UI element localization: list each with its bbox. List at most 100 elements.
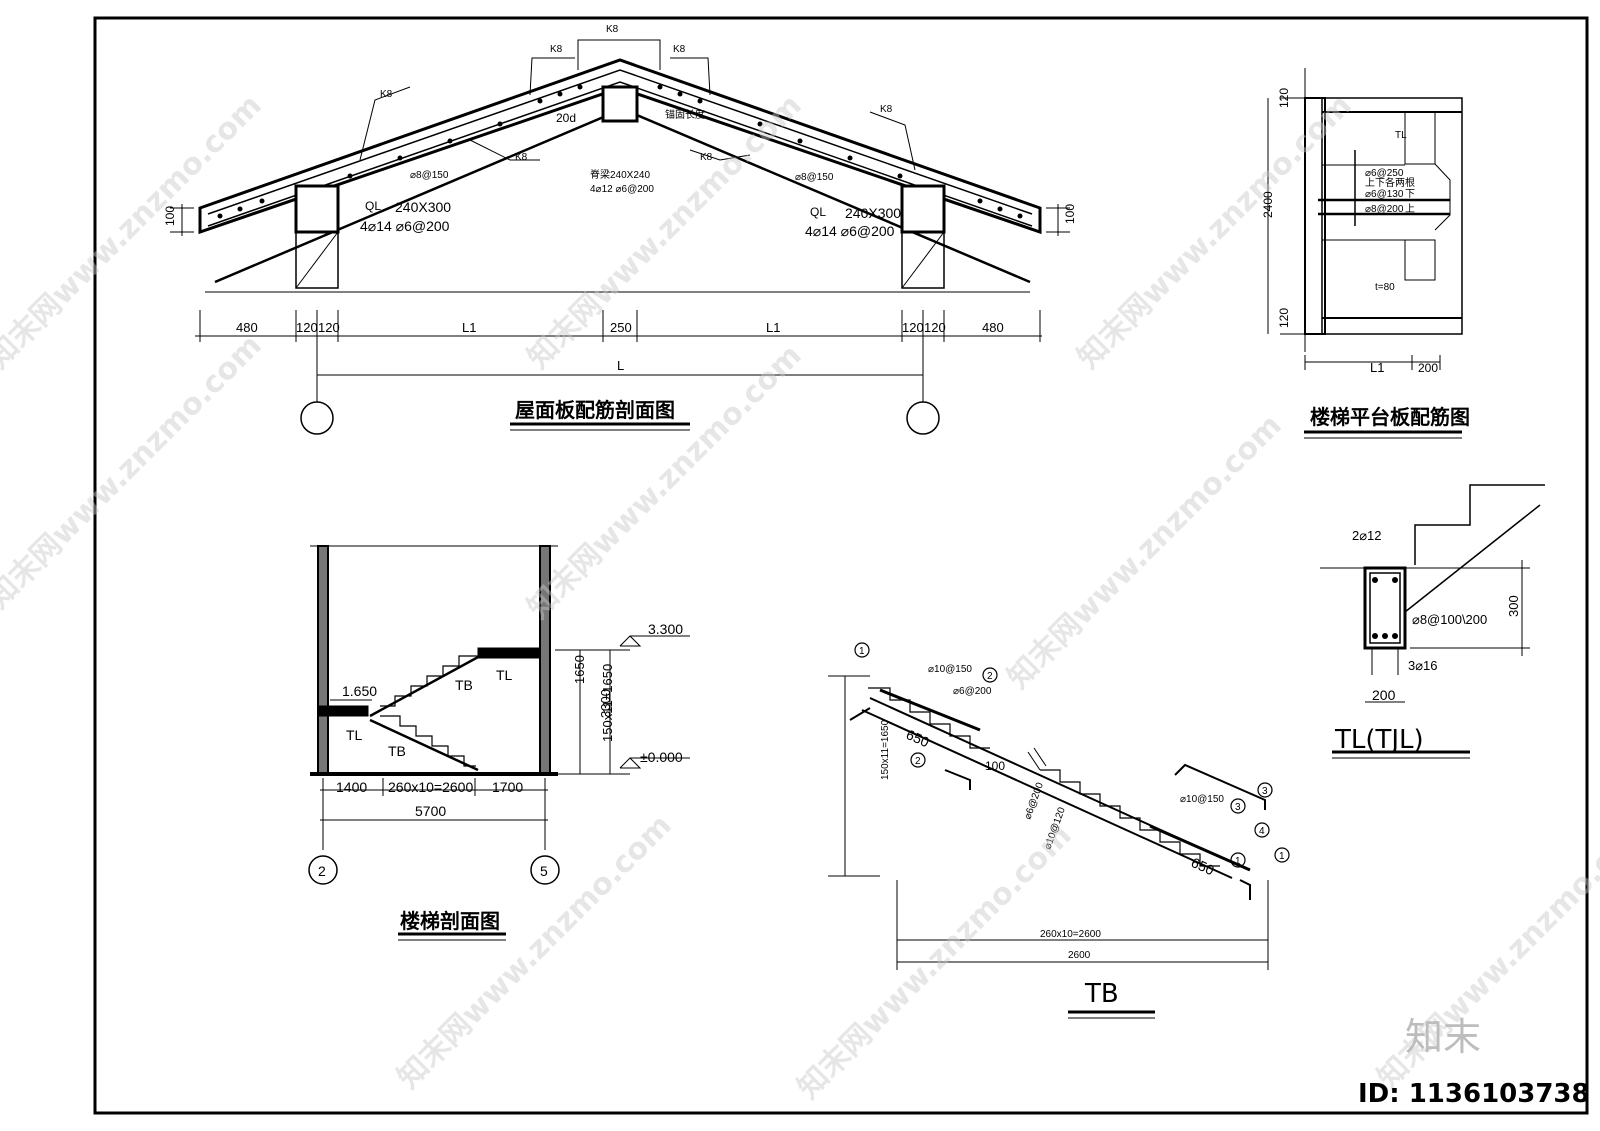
roof-dim-120-a: 120 — [296, 320, 318, 335]
tb-n1-top: 1 — [859, 646, 865, 657]
platform-w200: 200 — [1418, 361, 1438, 375]
stair-tl-upper: TL — [496, 667, 513, 683]
stair-level-top: 3.300 — [648, 621, 683, 637]
roof-anchor-length: 锚固长度 — [665, 108, 705, 121]
roof-dim-l1-right: L1 — [766, 320, 780, 335]
platform-h120-top: 120 — [1277, 88, 1291, 108]
platform-rebar-3: ⌀6@130 — [1365, 189, 1404, 200]
roof-dim-480-right: 480 — [982, 320, 1004, 335]
watermark-logo: 知末 — [1405, 1015, 1481, 1059]
stair-tb-upper: TB — [455, 677, 473, 693]
roof-slab — [198, 58, 1042, 235]
wall-left — [295, 231, 339, 289]
roof-h100-right: 100 — [1063, 204, 1077, 224]
stair-tl-lower: TL — [346, 727, 363, 743]
stair-title: 楼梯剖面图 — [400, 909, 500, 933]
tb-rise: 150x11=1650 — [880, 719, 891, 780]
tb-n2-top: 2 — [987, 671, 993, 682]
roof-section — [170, 39, 1070, 435]
tb-n1-end: 1 — [1279, 851, 1285, 862]
tl-bottom-rebar: 3⌀16 — [1408, 658, 1438, 673]
stair-v-rise: 150x11=1650 — [600, 664, 615, 742]
platform-rebar-2: 上下各两根 — [1365, 176, 1415, 189]
stair-v1650: 1650 — [572, 655, 587, 684]
roof-anchor-20d: 20d — [556, 111, 576, 125]
stair-dim-1700: 1700 — [492, 779, 523, 795]
stair-axis-2: 2 — [318, 863, 326, 879]
platform-rebar-4: ⌀8@200 — [1365, 204, 1404, 215]
platform-l1: L1 — [1370, 360, 1384, 375]
tb-rebar-dist: ⌀6@200 — [1022, 781, 1046, 821]
tb-n1-bottom: 1 — [1235, 856, 1241, 867]
stair-dim-run: 260x10=2600 — [388, 779, 473, 795]
tl-title: TL(TJL) — [1334, 725, 1424, 755]
roof-dim-120-d: 120 — [924, 320, 946, 335]
platform-down: 下 — [1405, 189, 1415, 200]
tb-rebar-2: ⌀10@150 — [928, 664, 972, 675]
roof-ridge-beam-label: 脊梁240X240 — [590, 168, 650, 181]
tl-detail — [1320, 484, 1545, 759]
platform-h120-bottom: 120 — [1277, 308, 1291, 328]
stair-level-zero: ±0.000 — [640, 749, 683, 765]
stair-level-mid: 1.650 — [342, 683, 377, 699]
roof-k8-label: K8 — [515, 152, 528, 163]
roof-ridge-rebar-label: 4⌀12 ⌀6@200 — [590, 184, 654, 195]
platform-labels: TL ⌀6@250 上下各两根 ⌀6@130 下 ⌀8@200 上 t=80 1… — [1261, 88, 1470, 429]
roof-ql-rebar-right: 4⌀14 ⌀6@200 — [805, 223, 895, 239]
roof-dim-120-b: 120 — [318, 320, 340, 335]
tl-top-rebar: 2⌀12 — [1352, 528, 1382, 543]
roof-rebar-dots — [217, 84, 1023, 219]
roof-dim-250: 250 — [610, 320, 632, 335]
platform-h2400: 2400 — [1261, 191, 1275, 218]
tb-total: 2600 — [1068, 950, 1091, 961]
tb-rebar-b: ⌀6@200 — [953, 686, 992, 697]
stair-dim-1400: 1400 — [336, 779, 367, 795]
axis-bubble-right — [906, 401, 940, 435]
platform-tl: TL — [1395, 130, 1407, 141]
roof-ql-left: QL — [365, 199, 381, 213]
watermarks: 知末网www.znzmo.com 知末网www.znzmo.com 知末网www… — [0, 88, 1600, 1109]
platform-section — [1267, 68, 1463, 439]
stair-labels: 3.300 1.650 ±0.000 TB TL TL TB 1650 150x… — [318, 621, 683, 933]
watermark-text: 知末网www.znzmo.com — [0, 328, 269, 616]
platform-up: 上 — [1405, 203, 1415, 215]
watermark-text: 知末网www.znzmo.com — [521, 338, 809, 626]
platform-title: 楼梯平台板配筋图 — [1310, 405, 1470, 429]
roof-labels: K8 K8 K8 K8 K8 K8 K8 20d 锚固长度 脊梁240X240 … — [163, 24, 1077, 422]
drawing-id: ID: 1136103738 — [1358, 1079, 1590, 1109]
watermark-text: 知末网www.znzmo.com — [1001, 408, 1289, 696]
tb-n4: 4 — [1259, 826, 1265, 837]
tl-stirrup: ⌀8@100\200 — [1412, 612, 1487, 627]
sheet-border — [93, 16, 1589, 1115]
axis-bubble-left — [300, 401, 334, 435]
roof-dim-l1-left: L1 — [462, 320, 476, 335]
roof-dim-overall: L — [617, 358, 624, 373]
tl-beam — [1363, 566, 1407, 650]
roof-k8-label: K8 — [673, 44, 686, 55]
ring-beam-left — [294, 184, 340, 234]
tb-n3b: 3 — [1235, 802, 1241, 813]
tb-rebar-3: ⌀10@150 — [1180, 794, 1224, 805]
roof-ql-size-right: 240X300 — [845, 205, 901, 221]
stair-v3300: 3300 — [598, 689, 613, 718]
stair-tb-lower: TB — [388, 743, 406, 759]
tb-run: 260x10=2600 — [1040, 929, 1101, 940]
ring-beam-right — [900, 184, 946, 234]
roof-k8-label: K8 — [380, 89, 393, 100]
roof-ql-right: QL — [810, 205, 826, 219]
roof-dim-480-left: 480 — [236, 320, 258, 335]
stair-section — [308, 545, 690, 941]
roof-k8-label: K8 — [700, 152, 713, 163]
tb-detail — [828, 642, 1290, 1019]
roof-ql-rebar-left: 4⌀14 ⌀6@200 — [360, 218, 450, 234]
tb-gap-100: 100 — [985, 759, 1005, 773]
roof-dim-120-c: 120 — [902, 320, 924, 335]
roof-k8-label: K8 — [550, 44, 563, 55]
watermark-text: 知末网www.znzmo.com — [391, 808, 679, 1096]
tl-labels: 2⌀12 ⌀8@100\200 3⌀16 300 200 TL(TJL) — [1334, 528, 1521, 755]
stair-axis-5: 5 — [540, 863, 548, 879]
roof-k8-label: K8 — [606, 24, 619, 35]
watermark-text: 知末网www.znzmo.com — [1071, 88, 1359, 376]
tb-title: TB — [1084, 979, 1119, 1009]
